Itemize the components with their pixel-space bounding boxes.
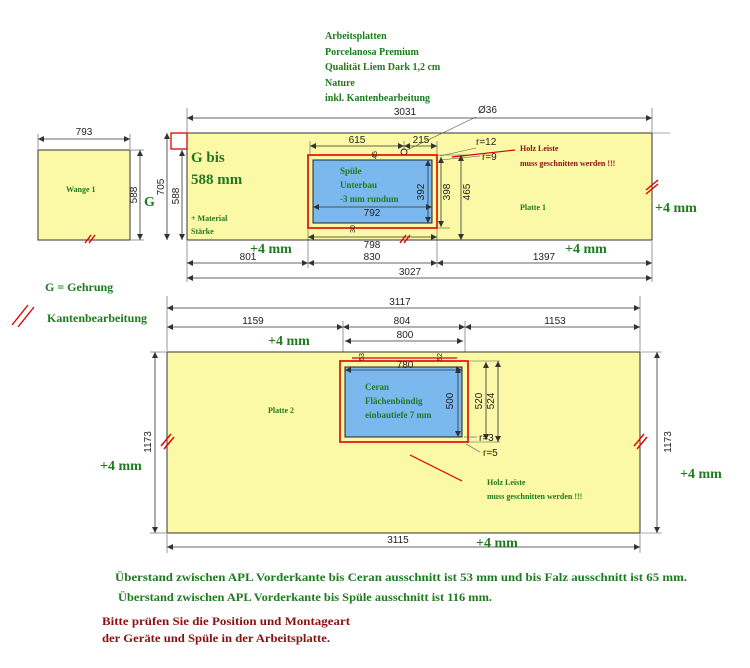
overhang-right-2: +4 mm (680, 467, 722, 482)
footer-warning-line-1: Bitte prüfen Sie die Position und Montag… (102, 614, 350, 628)
dim-sink-width-outer: 798 (364, 240, 381, 251)
dim-top-middle: 804 (394, 316, 411, 327)
footer-note-sink: Überstand zwischen APL Vorderkante bis S… (118, 590, 492, 604)
miter-note-line-2: 588 mm (191, 172, 243, 188)
dim-gap-left: 53 (359, 353, 366, 361)
dim-gap-right: 52 (437, 353, 444, 361)
cooktop-cutout-outline (339, 360, 469, 443)
wood-note-2-line-1: Holz Leiste (487, 478, 526, 487)
dim-platte1-height-inner: 588 (171, 187, 182, 204)
overhang-bottom: +4 mm (476, 536, 518, 551)
overhang-top: +4 mm (268, 334, 310, 349)
dim-top-right: 1153 (544, 316, 566, 327)
wange-1-panel (37, 149, 131, 241)
dim-bottom-right: 1397 (533, 252, 556, 263)
cooktop-label-line-1: Ceran (365, 382, 389, 392)
wood-note-2-line-2: muss geschnitten werden !!! (487, 492, 582, 501)
edge-finish-mark (399, 234, 411, 244)
footer-notes: Überstand zwischen APL Vorderkante bis C… (102, 570, 687, 645)
miter-note-line-1: G bis (191, 150, 225, 166)
platte-1-label: Platte 1 (520, 203, 546, 212)
cooktop-label-line-3: einbautiefe 7 mm (365, 410, 432, 420)
dim-wange-height: 588 (129, 186, 140, 203)
dim-sink-offset: 615 (349, 135, 366, 146)
header-line-4: Nature (325, 78, 355, 89)
sink-label-line-2: Unterbau (340, 180, 377, 190)
cooktop-label-line-2: Flächenbündig (365, 396, 423, 406)
dim-bottom-middle: 830 (364, 252, 381, 263)
dim-cutout-outer: 800 (397, 330, 414, 341)
dim-sink-height-inner: 392 (416, 183, 427, 200)
edge-finish-mark (160, 433, 175, 450)
wange-miter-mark: G (144, 195, 155, 210)
dim-bottom-left: 801 (240, 252, 257, 263)
dim-platte2-total-bottom: 3115 (387, 535, 409, 546)
dim-total-bottom: 3027 (399, 267, 422, 278)
edge-finish-mark (633, 433, 648, 450)
edge-finish-mark (84, 234, 96, 244)
dim-sink-gap-bottom: 30 (350, 225, 357, 233)
edge-finish-mark (645, 179, 659, 195)
material-note-line-1: + Material (191, 214, 228, 223)
overhang-left: +4 mm (100, 459, 142, 474)
overhang-bottom-left: +4 mm (250, 242, 292, 257)
platte-2-label: Platte 2 (268, 406, 294, 415)
cooktop-area (344, 366, 463, 438)
footer-warning-line-2: der Geräte und Spüle in der Arbeitsplatt… (102, 631, 330, 645)
header-line-2: Porcelanosa Premium (325, 47, 419, 58)
dim-wange-width: 793 (76, 127, 93, 138)
edge-finish-legend-icon (11, 304, 35, 328)
footer-note-ceran: Überstand zwischen APL Vorderkante bis C… (115, 570, 687, 584)
miter-corner-mark (170, 132, 188, 150)
leader-line (406, 116, 477, 151)
dim-cutout-height-inner: 500 (445, 392, 456, 409)
legend-miter: G = Gehrung (45, 280, 113, 294)
dim-sink-height-outer: 398 (442, 183, 453, 200)
radius-outer: r=12 (476, 137, 497, 148)
leader-line (465, 443, 481, 453)
dim-cutout-height-outer: 524 (486, 392, 497, 409)
leader-line (439, 147, 477, 157)
dim-platte1-total-top: 3031 (394, 107, 417, 118)
dim-sink-depth-total: 465 (462, 183, 473, 200)
overhang-right: +4 mm (655, 201, 697, 216)
dim-cutout-height-mid: 520 (474, 392, 485, 409)
radius-inner: r=9 (482, 152, 497, 163)
dim-cutout-inner: 780 (397, 360, 414, 371)
header-line-3: Qualität Liem Dark 1,2 cm (325, 62, 441, 73)
hole-diameter: Ø36 (478, 105, 497, 116)
dim-sink-width-inner: 792 (364, 208, 381, 219)
dim-height-left: 1173 (143, 431, 154, 453)
header-line-5: inkl. Kantenbearbeitung (325, 93, 430, 104)
dim-top-left: 1159 (242, 316, 264, 327)
radius-outer-2: r=5 (483, 448, 498, 459)
wood-note-line-1: Holz Leiste (520, 144, 559, 153)
legend: G = Gehrung Kantenbearbeitung (11, 280, 147, 328)
legend-edge-finish: Kantenbearbeitung (47, 311, 147, 325)
wange-1: 793 588 G Wange 1 (37, 127, 155, 244)
platte-1: 705 588 G bis 588 mm + Material Stärke 3… (156, 105, 697, 282)
dim-sink-gap-top: 45 (372, 151, 379, 159)
radius-inner-2: r=3 (479, 433, 494, 444)
wood-note-line-2: muss geschnitten werden !!! (520, 159, 615, 168)
sink-label-line-1: Spüle (340, 166, 362, 176)
sink-area (312, 159, 433, 224)
dim-platte2-total-top: 3117 (389, 297, 411, 308)
material-header: Arbeitsplatten Porcelanosa Premium Quali… (325, 31, 441, 104)
platte-2: 3117 1159 804 1153 800 +4 mm 53 52 780 C… (100, 296, 722, 553)
dim-platte1-height-outer: 705 (156, 178, 167, 195)
header-line-1: Arbeitsplatten (325, 31, 387, 42)
material-note-line-2: Stärke (191, 227, 214, 236)
sink-cutout-outline (307, 154, 438, 229)
wood-note-leader-2 (409, 454, 463, 482)
dim-height-right: 1173 (663, 431, 674, 453)
overhang-bottom-right: +4 mm (565, 242, 607, 257)
sink-label-line-3: -3 mm rundum (340, 194, 399, 204)
wange-1-label: Wange 1 (66, 185, 96, 194)
dim-hole-offset: 215 (413, 135, 430, 146)
